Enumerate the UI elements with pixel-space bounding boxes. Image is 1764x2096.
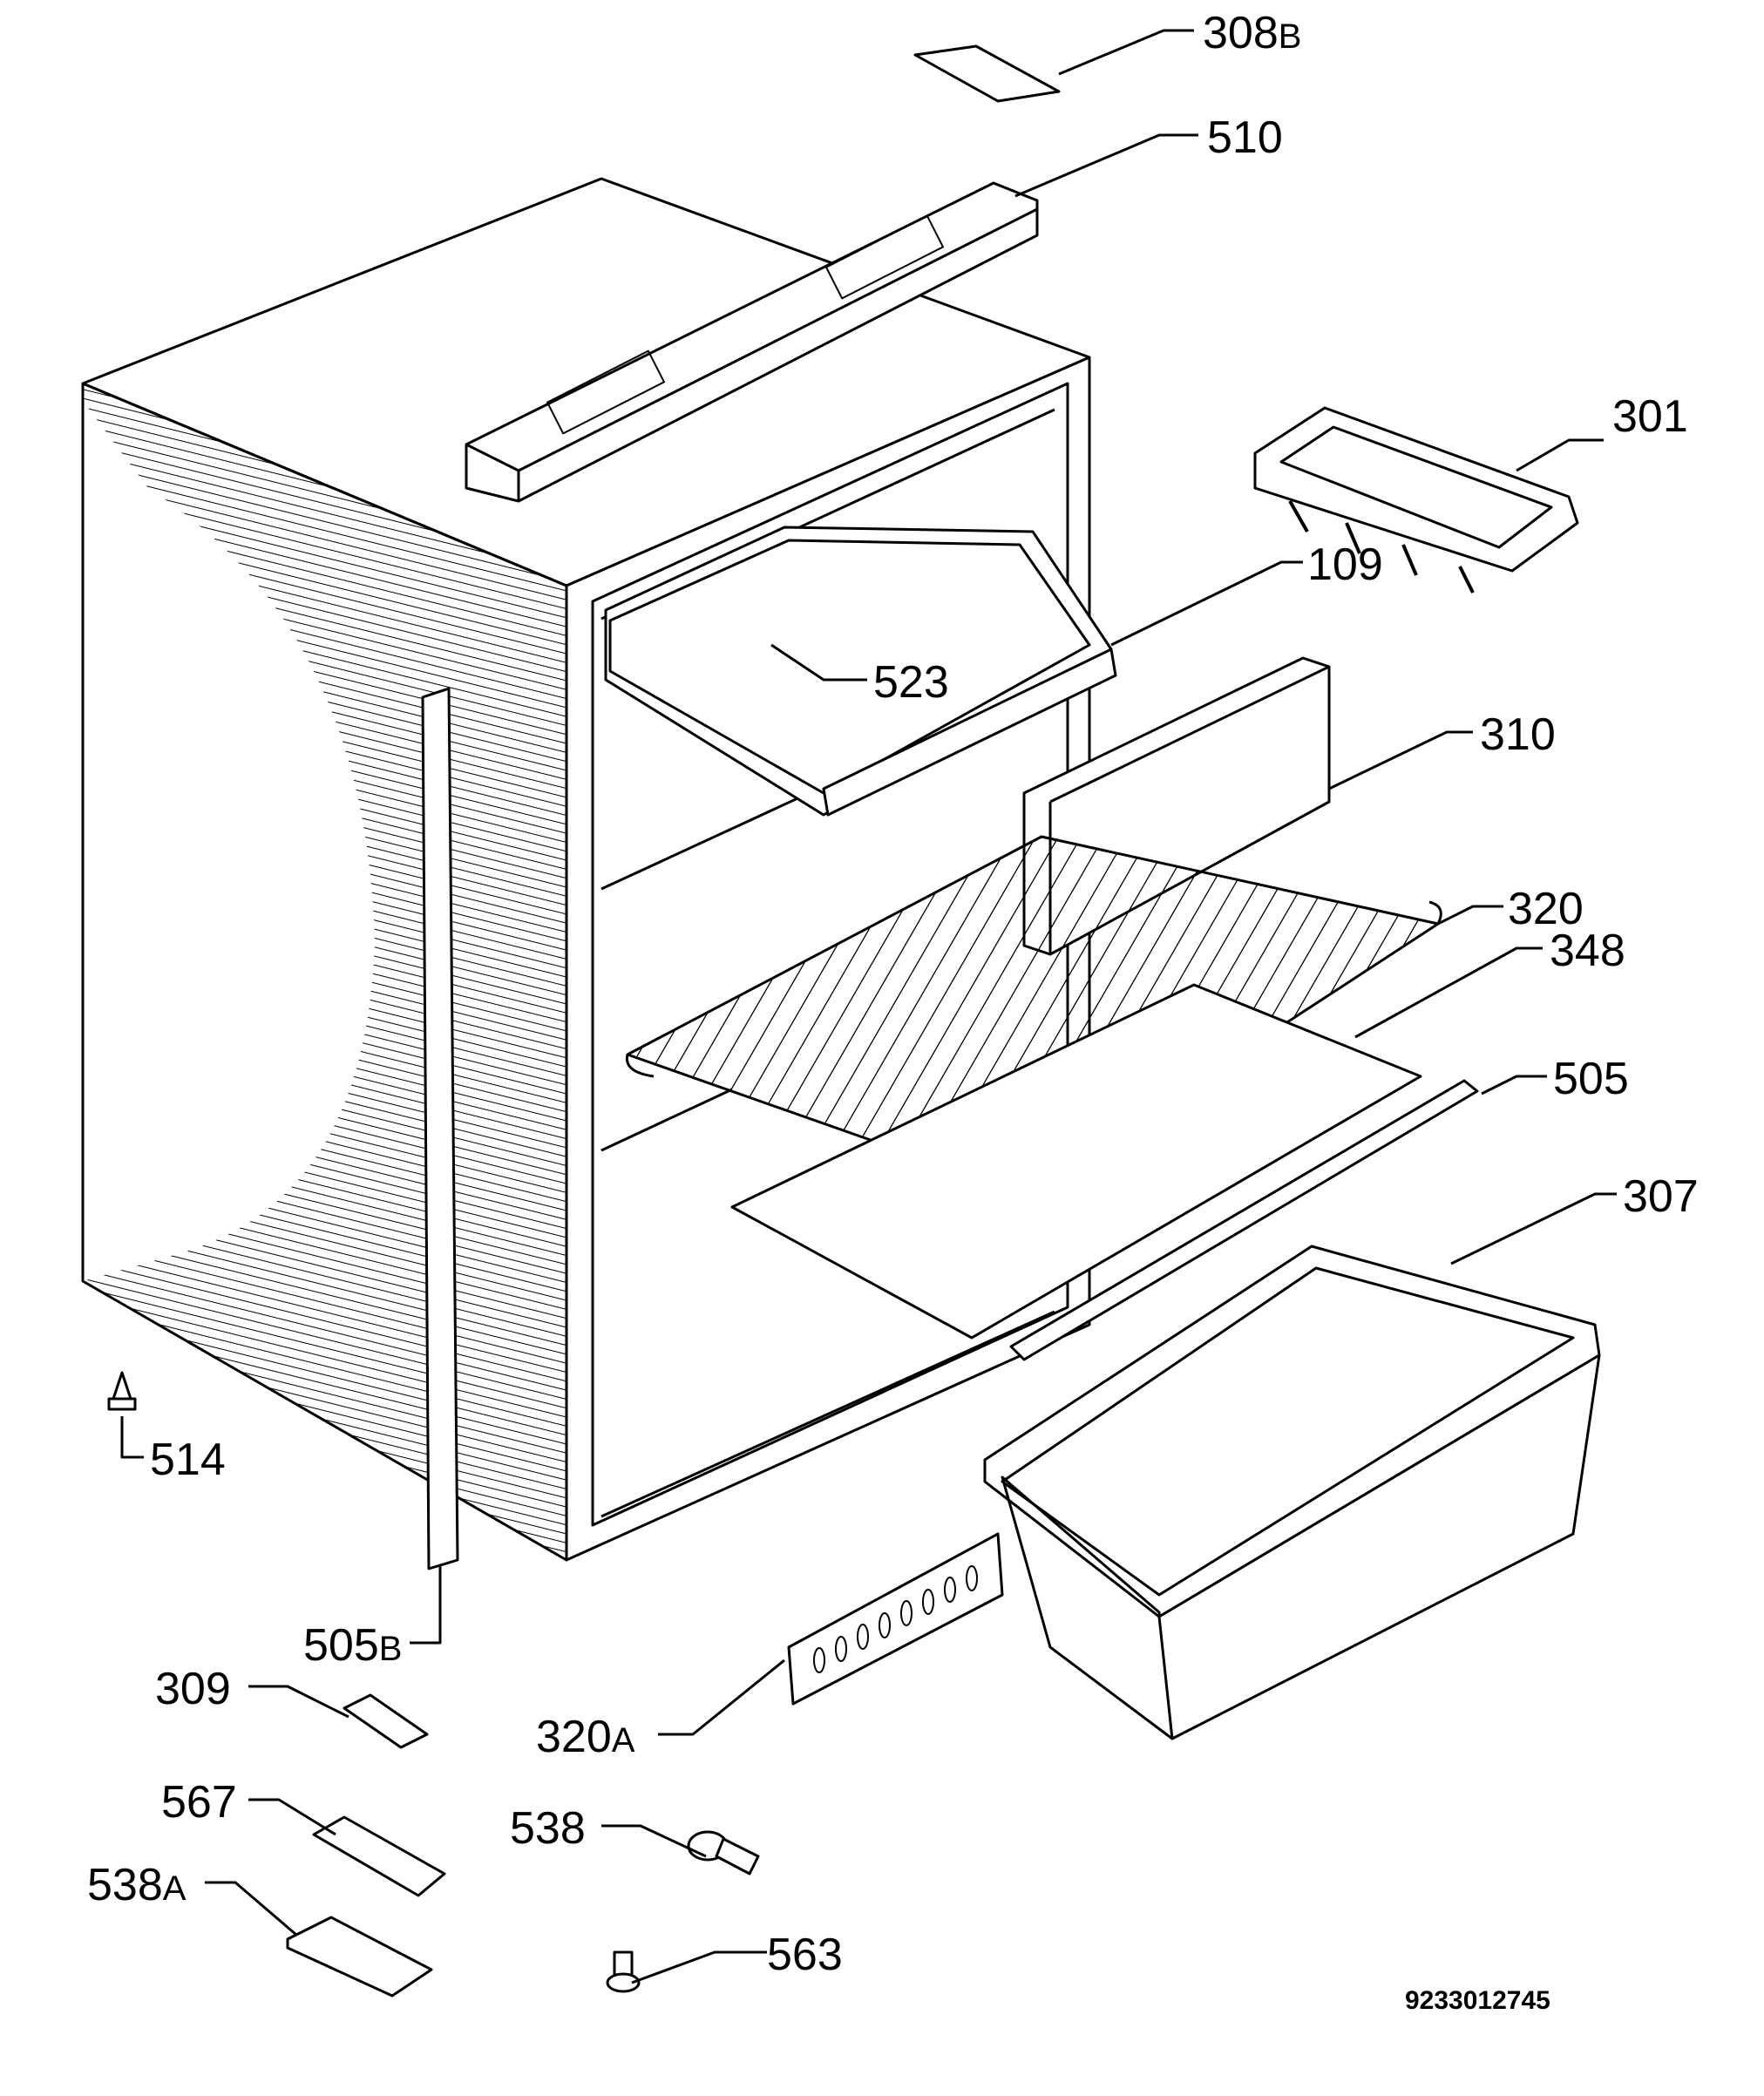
svg-text:308B: 308B: [1203, 8, 1301, 58]
svg-text:567: 567: [161, 1777, 237, 1828]
ice-tray-301[interactable]: [1253, 406, 1579, 594]
label-320: 320: [1508, 884, 1584, 934]
label-505b: 505B: [303, 1620, 402, 1671]
svg-text:109: 109: [1307, 539, 1383, 590]
freezer-compartment: [604, 526, 1117, 817]
reference-number: 9233012745: [1405, 1986, 1550, 2015]
shelf-trim-505[interactable]: [1009, 1079, 1479, 1361]
hinge-538a[interactable]: [286, 1916, 433, 1998]
label-514: 514: [150, 1435, 226, 1485]
label-310: 310: [1480, 709, 1556, 760]
glass-shelf-348[interactable]: [730, 983, 1422, 1340]
label-301: 301: [1612, 391, 1688, 442]
svg-text:510: 510: [1207, 112, 1283, 163]
crisper-drawer-307[interactable]: [983, 1245, 1601, 1740]
door-seal-505b[interactable]: [421, 687, 459, 1570]
label-308b: 308B: [1203, 8, 1301, 58]
svg-text:320: 320: [1508, 884, 1584, 934]
clip-514[interactable]: [107, 1371, 137, 1411]
svg-text:307: 307: [1623, 1171, 1699, 1222]
top-cover-510[interactable]: [465, 181, 1039, 503]
svg-text:320A: 320A: [536, 1712, 635, 1762]
label-563: 563: [767, 1930, 843, 1980]
leader-lines: [120, 29, 1617, 1984]
label-320a: 320A: [536, 1712, 635, 1762]
label-307: 307: [1623, 1171, 1699, 1222]
foot-563[interactable]: [606, 1950, 641, 1993]
svg-text:309: 309: [155, 1664, 231, 1714]
svg-text:505: 505: [1553, 1054, 1629, 1104]
label-348: 348: [1550, 926, 1625, 976]
svg-text:301: 301: [1612, 391, 1688, 442]
svg-text:505B: 505B: [303, 1620, 402, 1671]
cam-538[interactable]: [687, 1830, 760, 1876]
hinge-cover-308b[interactable]: [913, 44, 1061, 103]
label-567: 567: [161, 1777, 237, 1828]
bracket-567[interactable]: [312, 1815, 446, 1897]
svg-text:563: 563: [767, 1930, 843, 1980]
svg-text:523: 523: [873, 657, 949, 708]
svg-text:348: 348: [1550, 926, 1625, 976]
label-309: 309: [155, 1664, 231, 1714]
svg-text:514: 514: [150, 1435, 226, 1485]
label-538a: 538A: [87, 1860, 187, 1910]
svg-text:310: 310: [1480, 709, 1556, 760]
label-505: 505: [1553, 1054, 1629, 1104]
label-523: 523: [873, 657, 949, 708]
label-538: 538: [510, 1803, 586, 1854]
label-510: 510: [1207, 112, 1283, 163]
grille-320a[interactable]: [787, 1532, 1004, 1706]
hinge-plate-309[interactable]: [343, 1693, 429, 1749]
svg-text:538: 538: [510, 1803, 586, 1854]
svg-text:538A: 538A: [87, 1860, 187, 1910]
label-109: 109: [1307, 539, 1383, 590]
